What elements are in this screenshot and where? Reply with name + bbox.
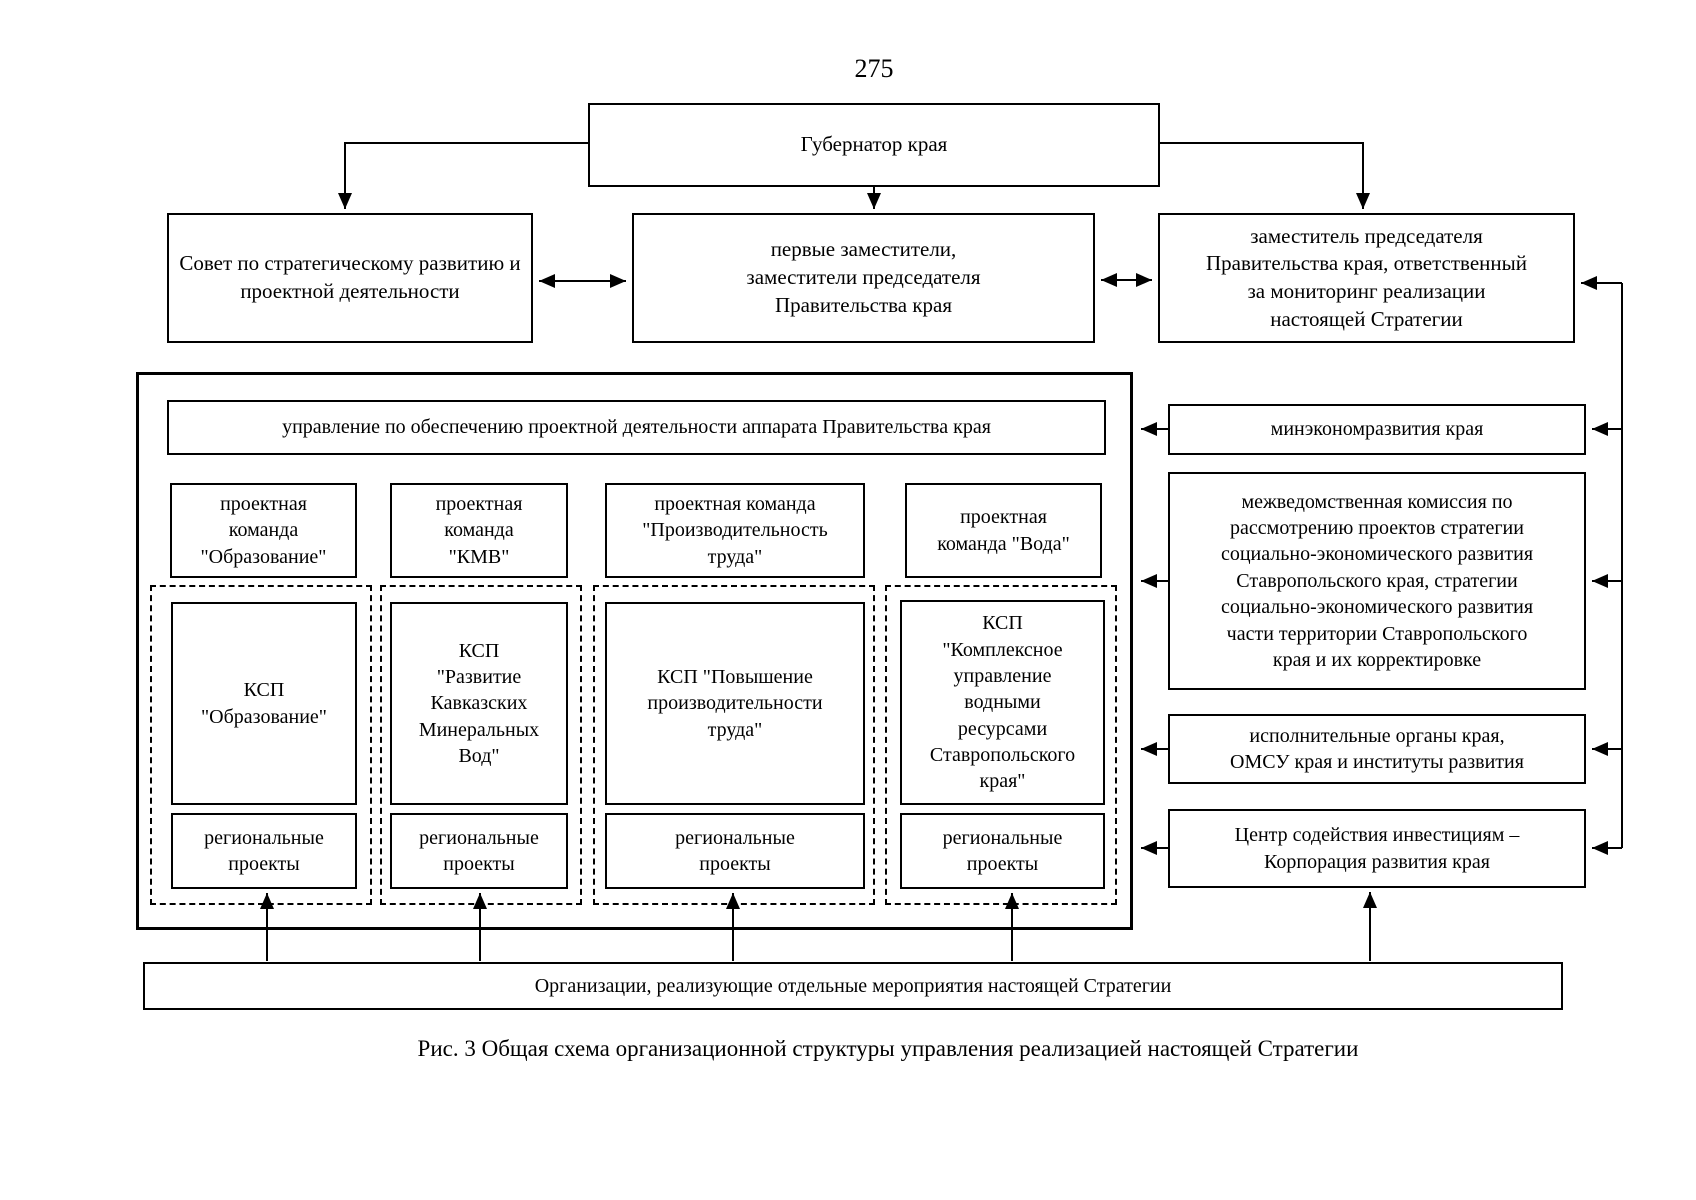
node-governor: Губернатор края: [588, 103, 1160, 187]
node-ksp-kmv: КСП "Развитие Кавказских Минеральных Вод…: [390, 602, 568, 805]
node-monitoring-deputy-label: заместитель председателя Правительства к…: [1206, 223, 1527, 331]
node-team-education-label: проектная команда "Образование": [200, 492, 327, 568]
node-executive-bodies: исполнительные органы края, ОМСУ края и …: [1168, 714, 1586, 784]
node-regional-projects-4-label: региональные проекты: [942, 826, 1063, 875]
arrow-governor-to-monitoring-deputy: [1160, 142, 1370, 209]
node-project-office-label: управление по обеспечению проектной деят…: [282, 416, 991, 439]
node-team-productivity: проектная команда "Производительность тр…: [605, 483, 865, 578]
node-team-kmv-label: проектная команда "КМВ": [435, 492, 523, 568]
node-ksp-productivity: КСП "Повышение производительности труда": [605, 602, 865, 805]
node-monitoring-deputy: заместитель председателя Правительства к…: [1158, 213, 1575, 343]
node-regional-projects-3-label: региональные проекты: [675, 826, 795, 875]
figure-caption: Рис. 3 Общая схема организационной струк…: [417, 1036, 1359, 1061]
node-regional-projects-1-label: региональные проекты: [204, 826, 324, 875]
node-regional-projects-2: региональные проекты: [390, 813, 568, 889]
node-regional-projects-3: региональные проекты: [605, 813, 865, 889]
dashed-frame-water: [885, 585, 1117, 905]
arrow-governor-to-council: [338, 142, 588, 209]
node-interagency-commission: межведомственная комиссия по рассмотрени…: [1168, 472, 1586, 690]
node-regional-projects-2-label: региональные проекты: [419, 826, 539, 875]
node-ksp-education: КСП "Образование": [171, 602, 357, 805]
node-regional-projects-1: региональные проекты: [171, 813, 357, 889]
node-team-productivity-label: проектная команда "Производительность тр…: [642, 492, 828, 568]
dashed-frame-education: [150, 585, 372, 905]
node-strategic-council-label: Совет по стратегическому развитию и прое…: [179, 251, 521, 303]
node-project-office: управление по обеспечению проектной деят…: [167, 400, 1106, 455]
node-executive-bodies-label: исполнительные органы края, ОМСУ края и …: [1230, 724, 1524, 773]
node-organizations: Организации, реализующие отдельные мероп…: [143, 962, 1563, 1010]
node-regional-projects-4: региональные проекты: [900, 813, 1105, 889]
node-first-deputies: первые заместители, заместители председа…: [632, 213, 1095, 343]
node-mineconom: минэкономразвития края: [1168, 404, 1586, 455]
node-investment-center: Центр содействия инвестициям – Корпораци…: [1168, 809, 1586, 888]
node-ksp-education-label: КСП "Образование": [201, 679, 327, 728]
node-strategic-council: Совет по стратегическому развитию и прое…: [167, 213, 533, 343]
node-organizations-label: Организации, реализующие отдельные мероп…: [534, 974, 1172, 997]
node-mineconom-label: минэкономразвития края: [1270, 418, 1484, 441]
node-ksp-productivity-label: КСП "Повышение производительности труда": [647, 665, 823, 741]
node-team-water-label: проектная команда "Вода": [937, 506, 1070, 555]
node-team-education: проектная команда "Образование": [170, 483, 357, 578]
dashed-frame-productivity: [593, 585, 875, 905]
node-team-water: проектная команда "Вода": [905, 483, 1102, 578]
project-activity-container: [136, 372, 1133, 930]
page-number: 275: [854, 54, 894, 83]
node-ksp-water: КСП "Комплексное управление водными ресу…: [900, 600, 1105, 805]
node-interagency-commission-label: межведомственная комиссия по рассмотрени…: [1220, 490, 1534, 671]
node-team-kmv: проектная команда "КМВ": [390, 483, 568, 578]
node-investment-center-label: Центр содействия инвестициям – Корпораци…: [1234, 824, 1520, 873]
node-ksp-kmv-label: КСП "Развитие Кавказских Минеральных Вод…: [418, 639, 540, 768]
dashed-frame-kmv: [380, 585, 582, 905]
node-first-deputies-label: первые заместители, заместители председа…: [746, 237, 981, 317]
node-ksp-water-label: КСП "Комплексное управление водными ресу…: [929, 612, 1076, 793]
node-governor-label: Губернатор края: [800, 132, 948, 157]
